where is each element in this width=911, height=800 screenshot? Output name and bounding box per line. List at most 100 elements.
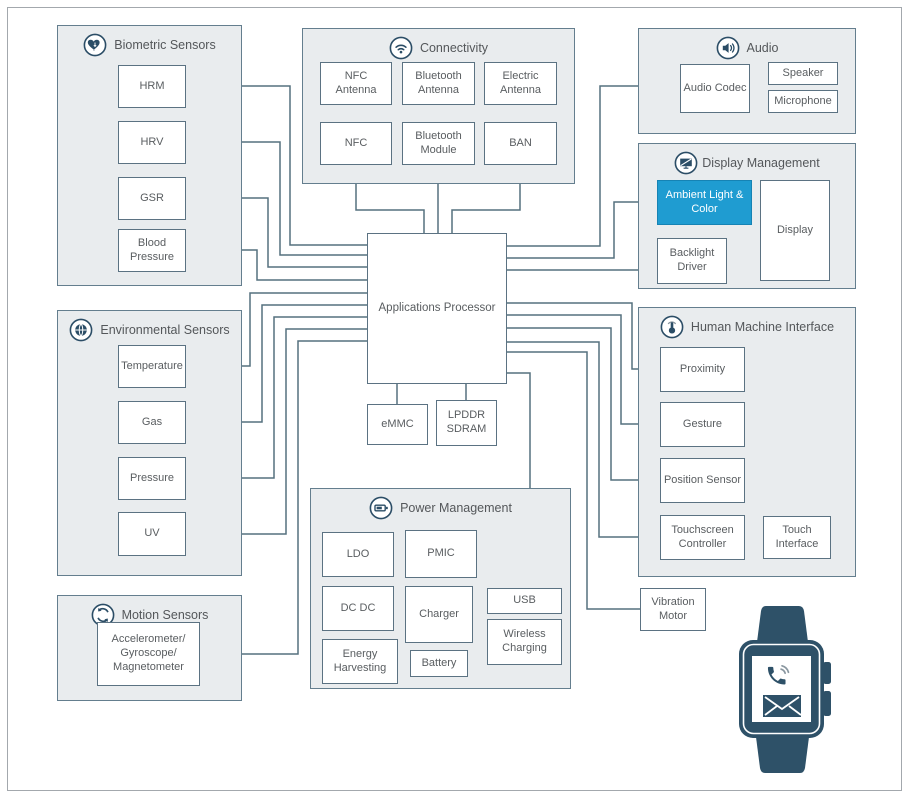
node-hrm[interactable]: HRM (118, 65, 186, 108)
node-ban[interactable]: BAN (484, 122, 557, 165)
node-label: Audio Codec (683, 81, 747, 94)
node-ambient-light-color[interactable]: Ambient Light & Color (657, 180, 752, 225)
watch-side-button-lower (823, 691, 831, 716)
node-label: BAN (509, 136, 532, 149)
node-gsr[interactable]: GSR (118, 177, 186, 220)
group-title-label: Display Management (702, 156, 820, 170)
watch-body (739, 640, 831, 738)
node-label: Pressure (129, 471, 175, 484)
node-label: Vibration Motor (651, 595, 695, 622)
node-label: Blood Pressure (129, 236, 175, 263)
node-label: Touch Interface (775, 523, 819, 550)
node-hrv[interactable]: HRV (118, 121, 186, 164)
node-bluetooth-antenna[interactable]: Bluetooth Antenna (402, 62, 475, 105)
node-label: Wireless Charging (502, 628, 547, 654)
group-title-hmi: Human Machine Interface (639, 315, 855, 339)
node-ldo[interactable]: LDO (322, 532, 394, 577)
node-label: DC DC (340, 601, 376, 614)
node-nfc[interactable]: NFC (320, 122, 392, 165)
node-position-sensor[interactable]: Position Sensor (660, 458, 745, 503)
node-label: Electric Antenna (500, 69, 541, 96)
watch-band-bottom (756, 737, 809, 773)
node-applications-processor[interactable]: Applications Processor (367, 233, 507, 384)
node-label: eMMC (381, 417, 414, 430)
monitor-icon (674, 151, 698, 175)
watch-side-button-upper (823, 662, 831, 684)
node-usb[interactable]: USB (487, 588, 562, 614)
node-vibration-motor[interactable]: Vibration Motor (640, 588, 706, 631)
node-backlight-driver[interactable]: Backlight Driver (657, 238, 727, 284)
node-label: USB (513, 594, 536, 607)
node-bluetooth-module[interactable]: Bluetooth Module (402, 122, 475, 165)
wifi-icon (389, 36, 413, 60)
group-title-motion: Motion Sensors (58, 603, 241, 627)
group-title-power: Power Management (311, 496, 570, 520)
watch-band-top (757, 606, 808, 642)
node-label: LPDDR SDRAM (446, 409, 487, 435)
node-audio-codec[interactable]: Audio Codec (680, 64, 750, 113)
group-title-label: Motion Sensors (121, 608, 209, 622)
group-title-biometric: Biometric Sensors (58, 33, 241, 57)
phone-call-icon (767, 664, 790, 685)
node-gesture[interactable]: Gesture (660, 402, 745, 447)
node-lpddr-sdram[interactable]: LPDDR SDRAM (436, 400, 497, 446)
node-label: NFC (344, 136, 368, 149)
node-label: HRM (139, 79, 165, 92)
node-touchscreen-controller[interactable]: Touchscreen Controller (660, 515, 745, 560)
smartwatch-illustration (739, 606, 831, 773)
node-display[interactable]: Display (760, 180, 830, 281)
node-wireless-charging[interactable]: Wireless Charging (487, 619, 562, 665)
node-battery[interactable]: Battery (410, 650, 468, 677)
node-label: Position Sensor (663, 473, 742, 486)
group-title-audio: Audio (639, 36, 855, 60)
node-label: Ambient Light & Color (665, 188, 744, 215)
node-dc-dc[interactable]: DC DC (322, 586, 394, 631)
node-nfc-antenna[interactable]: NFC Antenna (320, 62, 392, 105)
node-label: Applications Processor (378, 302, 496, 315)
node-gas[interactable]: Gas (118, 401, 186, 444)
speaker-icon (716, 36, 739, 60)
node-label: Backlight Driver (669, 247, 715, 273)
node-label: HRV (140, 135, 164, 148)
node-proximity[interactable]: Proximity (660, 347, 745, 392)
node-touch-interface[interactable]: Touch Interface (763, 516, 831, 559)
node-label: Proximity (679, 362, 726, 375)
node-label: Touchscreen Controller (671, 523, 734, 550)
group-title-connectivity: Connectivity (303, 36, 574, 60)
node-pressure[interactable]: Pressure (118, 457, 186, 500)
node-microphone[interactable]: Microphone (768, 90, 838, 113)
group-title-label: Biometric Sensors (114, 38, 216, 52)
node-label: Bluetooth Module (415, 129, 462, 156)
node-accelerometer-gyroscope-magnetometer[interactable]: Accelerometer/ Gyroscope/ Magnetometer (97, 622, 200, 686)
node-label: Display (776, 223, 814, 236)
group-title-label: Human Machine Interface (690, 320, 835, 334)
touch-hand-icon (660, 315, 684, 339)
node-temperature[interactable]: Temperature (118, 345, 186, 388)
node-label: PMIC (427, 547, 455, 560)
node-emmc[interactable]: eMMC (367, 404, 428, 445)
node-blood-pressure[interactable]: Blood Pressure (118, 229, 186, 272)
node-label: NFC Antenna (335, 69, 377, 96)
battery-icon (369, 496, 393, 520)
node-label: Speaker (782, 66, 824, 79)
node-label: Accelerometer/ Gyroscope/ Magnetometer (111, 633, 186, 673)
node-label: UV (144, 527, 160, 540)
group-title-label: Power Management (400, 501, 512, 515)
node-label: Battery (421, 656, 457, 669)
group-title-label: Connectivity (419, 41, 489, 55)
node-charger[interactable]: Charger (405, 586, 473, 643)
heart-icon (83, 33, 107, 57)
node-pmic[interactable]: PMIC (405, 530, 477, 578)
node-speaker[interactable]: Speaker (768, 62, 838, 85)
node-label: Gas (141, 415, 163, 428)
node-label: Gesture (682, 417, 723, 430)
node-energy-harvesting[interactable]: Energy Harvesting (322, 639, 398, 684)
node-label: Energy Harvesting (333, 647, 387, 674)
group-title-label: Environmental Sensors (100, 323, 230, 337)
page-frame (7, 7, 902, 791)
node-electric-antenna[interactable]: Electric Antenna (484, 62, 557, 105)
node-uv[interactable]: UV (118, 512, 186, 556)
rotate-arrows-icon (91, 603, 114, 627)
group-title-display-management: Display Management (639, 151, 855, 175)
